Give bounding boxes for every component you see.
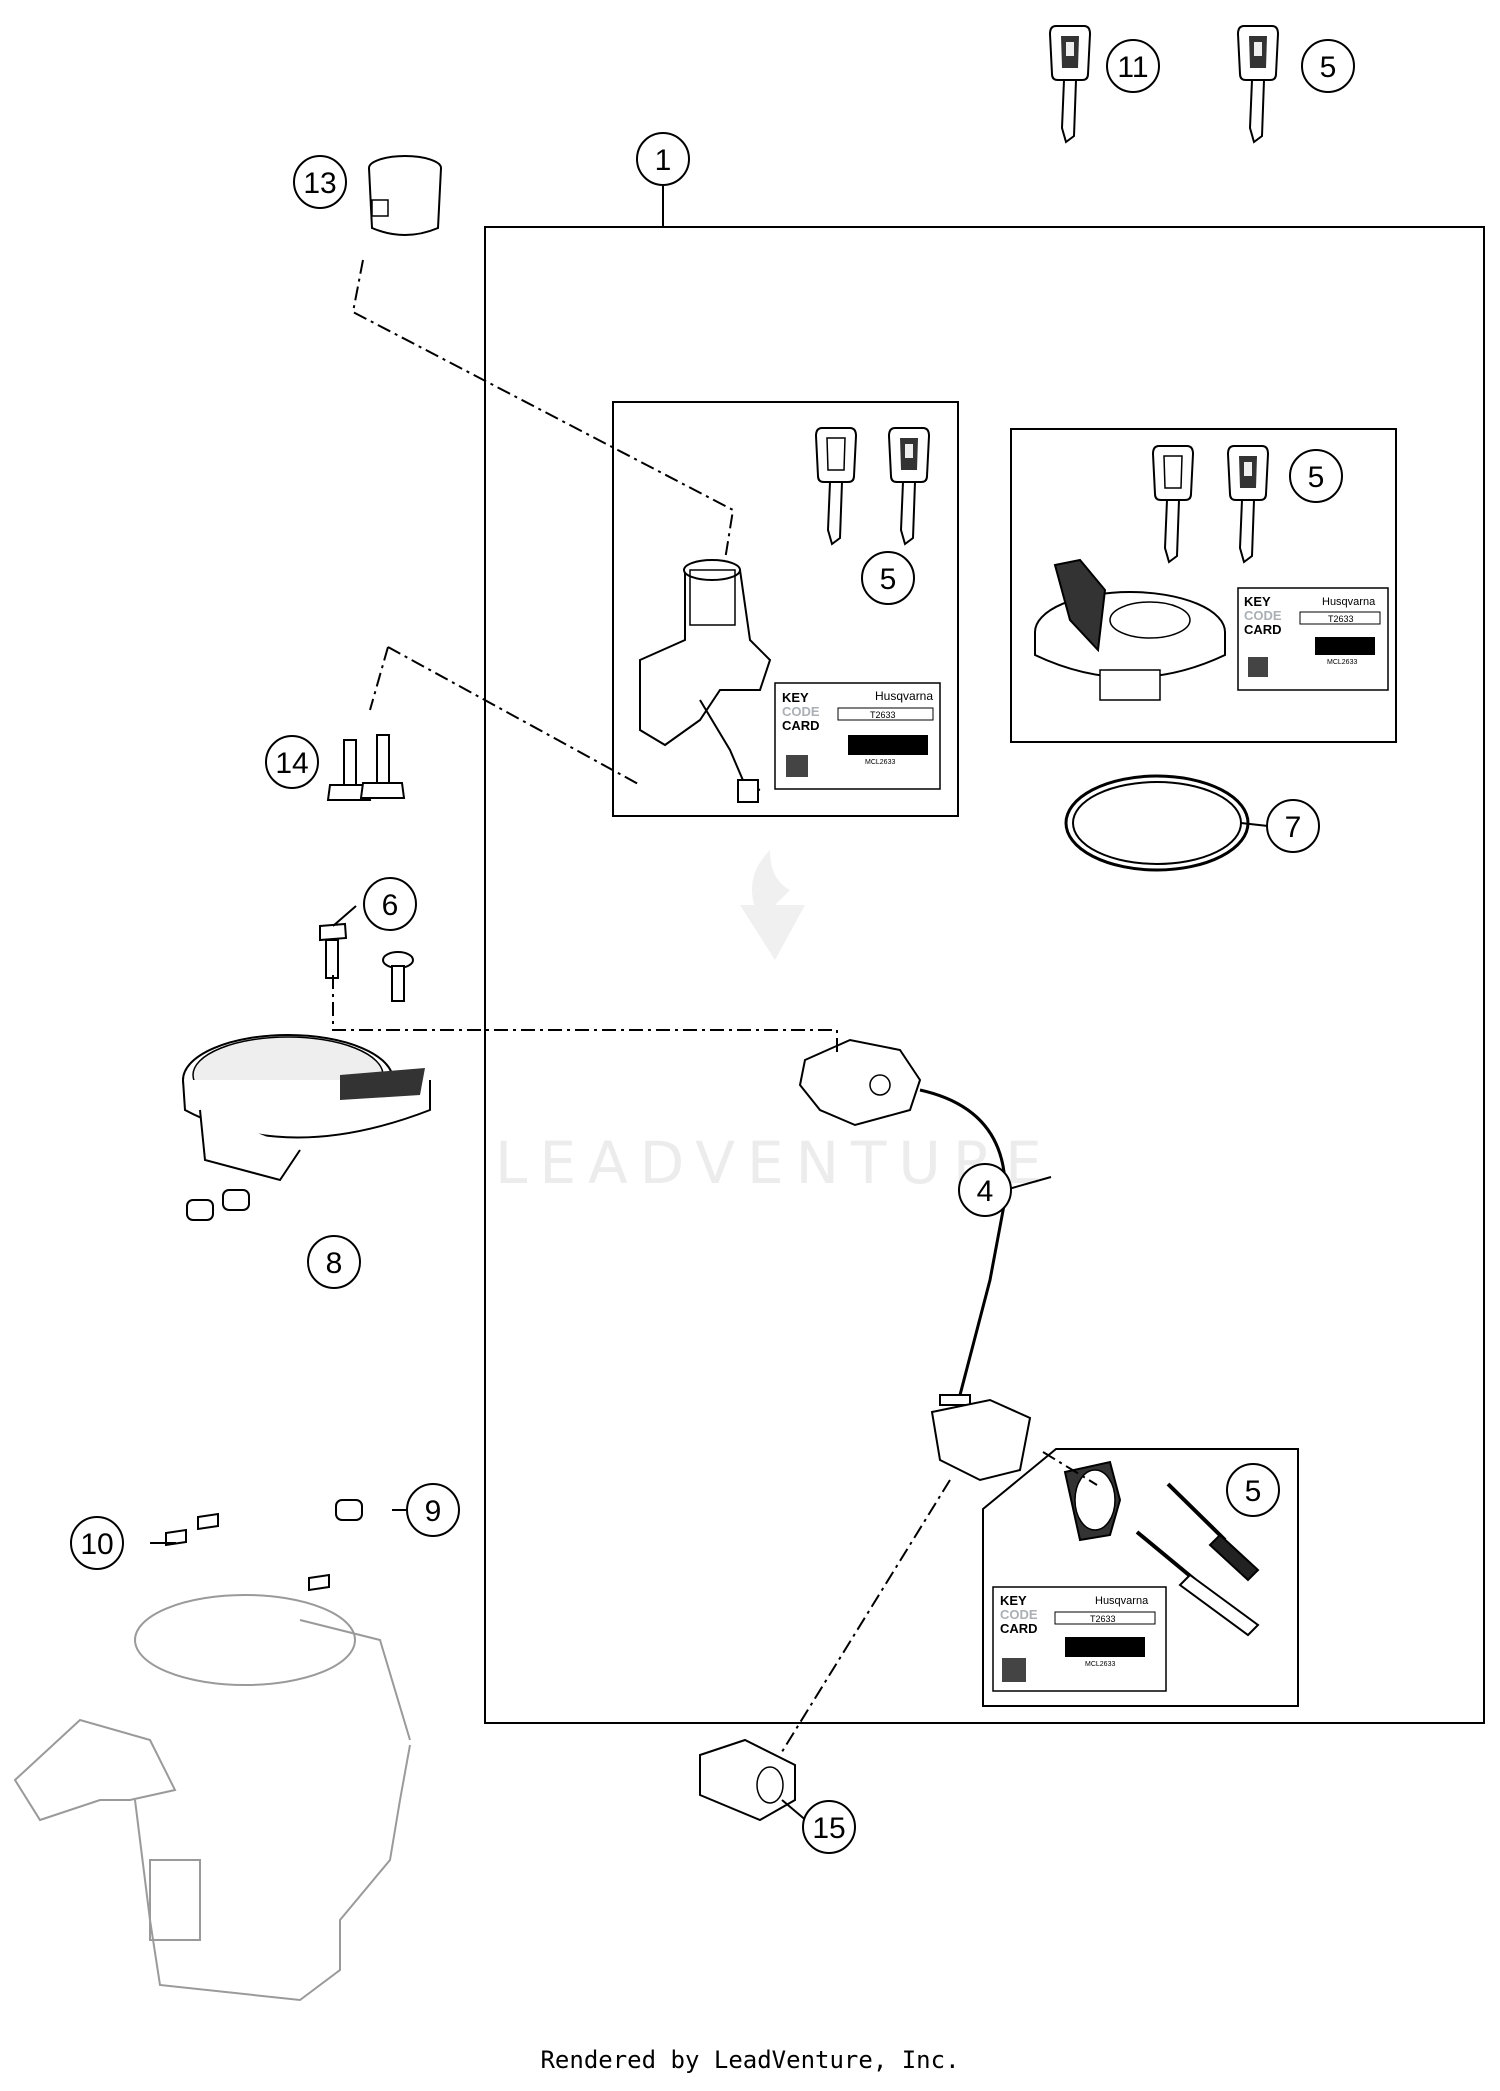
fuel-cap bbox=[1034, 558, 1226, 701]
svg-text:KEY: KEY bbox=[1000, 1593, 1027, 1608]
dashed-leaders bbox=[332, 259, 1098, 1756]
callout-15: 15 bbox=[802, 1800, 856, 1854]
svg-text:CARD: CARD bbox=[1000, 1621, 1038, 1636]
svg-text:MCL2633: MCL2633 bbox=[1085, 1661, 1115, 1668]
watermark: LEADVENTURE bbox=[495, 850, 1054, 1197]
svg-text:5: 5 bbox=[1308, 461, 1325, 494]
svg-text:CODE: CODE bbox=[1244, 608, 1282, 623]
ignition-lock-set: KEY CODE CARD Husqvarna T2633 MCL2633 bbox=[612, 401, 959, 817]
callout-5: 5 bbox=[861, 551, 915, 605]
callout-14: 14 bbox=[265, 735, 319, 789]
callout-9: 9 bbox=[406, 1483, 460, 1537]
callout-8: 8 bbox=[307, 1235, 361, 1289]
svg-text:T2633: T2633 bbox=[1090, 1614, 1116, 1624]
svg-text:5: 5 bbox=[1245, 1475, 1262, 1508]
svg-text:Husqvarna: Husqvarna bbox=[1322, 596, 1376, 608]
key-icon bbox=[1237, 25, 1279, 143]
ghost-mounting-frame bbox=[13, 1594, 411, 2002]
svg-text:11: 11 bbox=[1117, 51, 1148, 84]
svg-text:CARD: CARD bbox=[782, 718, 820, 733]
svg-text:5: 5 bbox=[880, 563, 897, 596]
seat-lock-mechanism bbox=[798, 1038, 1032, 1482]
svg-text:CARD: CARD bbox=[1244, 622, 1282, 637]
svg-text:14: 14 bbox=[275, 747, 308, 780]
watermark-text: LEADVENTURE bbox=[495, 1129, 1054, 1197]
callout-13: 13 bbox=[293, 155, 347, 209]
callout-5: 5 bbox=[1226, 1463, 1280, 1517]
ignition-lock-assembly bbox=[639, 559, 772, 803]
callout-4: 4 bbox=[958, 1163, 1012, 1217]
svg-text:KEY: KEY bbox=[1244, 594, 1271, 609]
lock-cylinder bbox=[368, 155, 442, 236]
screwdriver-icon bbox=[1166, 1482, 1260, 1582]
svg-text:4: 4 bbox=[977, 1175, 994, 1208]
callout-7: 7 bbox=[1266, 799, 1320, 853]
svg-text:MCL2633: MCL2633 bbox=[865, 759, 895, 766]
fuel-cap-set: KEY CODE CARD Husqvarna T2633 MCL2633 bbox=[1010, 428, 1397, 743]
instrument-cluster bbox=[182, 1034, 431, 1182]
svg-text:13: 13 bbox=[303, 167, 336, 200]
svg-text:8: 8 bbox=[326, 1247, 343, 1280]
callout-5: 5 bbox=[1301, 39, 1355, 93]
svg-text:7: 7 bbox=[1285, 811, 1302, 844]
lock-bracket bbox=[699, 1738, 796, 1822]
screwdriver-icon bbox=[1135, 1530, 1260, 1637]
svg-text:9: 9 bbox=[425, 1495, 442, 1528]
footer-credit: Rendered by LeadVenture, Inc. bbox=[540, 2046, 960, 2074]
key-code-card: KEY CODE CARD Husqvarna T2633 MCL2633 bbox=[774, 682, 941, 790]
svg-text:10: 10 bbox=[80, 1528, 113, 1561]
callout-10: 10 bbox=[70, 1516, 124, 1570]
callout-5: 5 bbox=[1289, 449, 1343, 503]
svg-text:T2633: T2633 bbox=[1328, 614, 1354, 624]
svg-text:Husqvarna: Husqvarna bbox=[875, 689, 933, 703]
key-code-card: KEY CODE CARD Husqvarna T2633 MCL2633 bbox=[1237, 587, 1389, 691]
bolts bbox=[319, 922, 414, 1002]
svg-text:5: 5 bbox=[1320, 51, 1337, 84]
seat-lock-cylinder bbox=[1063, 1460, 1122, 1542]
key-icon bbox=[1049, 25, 1091, 143]
svg-text:T2633: T2633 bbox=[870, 710, 896, 720]
svg-text:CODE: CODE bbox=[1000, 1607, 1038, 1622]
callout-1: 1 bbox=[636, 132, 690, 186]
callout-11: 11 bbox=[1106, 39, 1160, 93]
gasket bbox=[1064, 774, 1250, 872]
svg-text:MCL2633: MCL2633 bbox=[1327, 659, 1357, 666]
kit-box bbox=[484, 226, 1485, 1724]
key-code-card: KEY CODE CARD Husqvarna T2633 MCL2633 bbox=[992, 1586, 1167, 1692]
svg-text:6: 6 bbox=[382, 889, 399, 922]
svg-text:1: 1 bbox=[655, 144, 672, 177]
svg-text:Husqvarna: Husqvarna bbox=[1095, 1595, 1149, 1607]
svg-text:CODE: CODE bbox=[782, 704, 820, 719]
small-screws bbox=[165, 1512, 330, 1592]
svg-text:15: 15 bbox=[812, 1812, 845, 1845]
screws bbox=[326, 734, 406, 801]
svg-text:KEY: KEY bbox=[782, 690, 809, 705]
seat-lock-set: KEY CODE CARD Husqvarna T2633 MCL2633 bbox=[982, 1448, 1299, 1707]
callout-6: 6 bbox=[363, 877, 417, 931]
rubber-grommets bbox=[186, 1189, 363, 1521]
